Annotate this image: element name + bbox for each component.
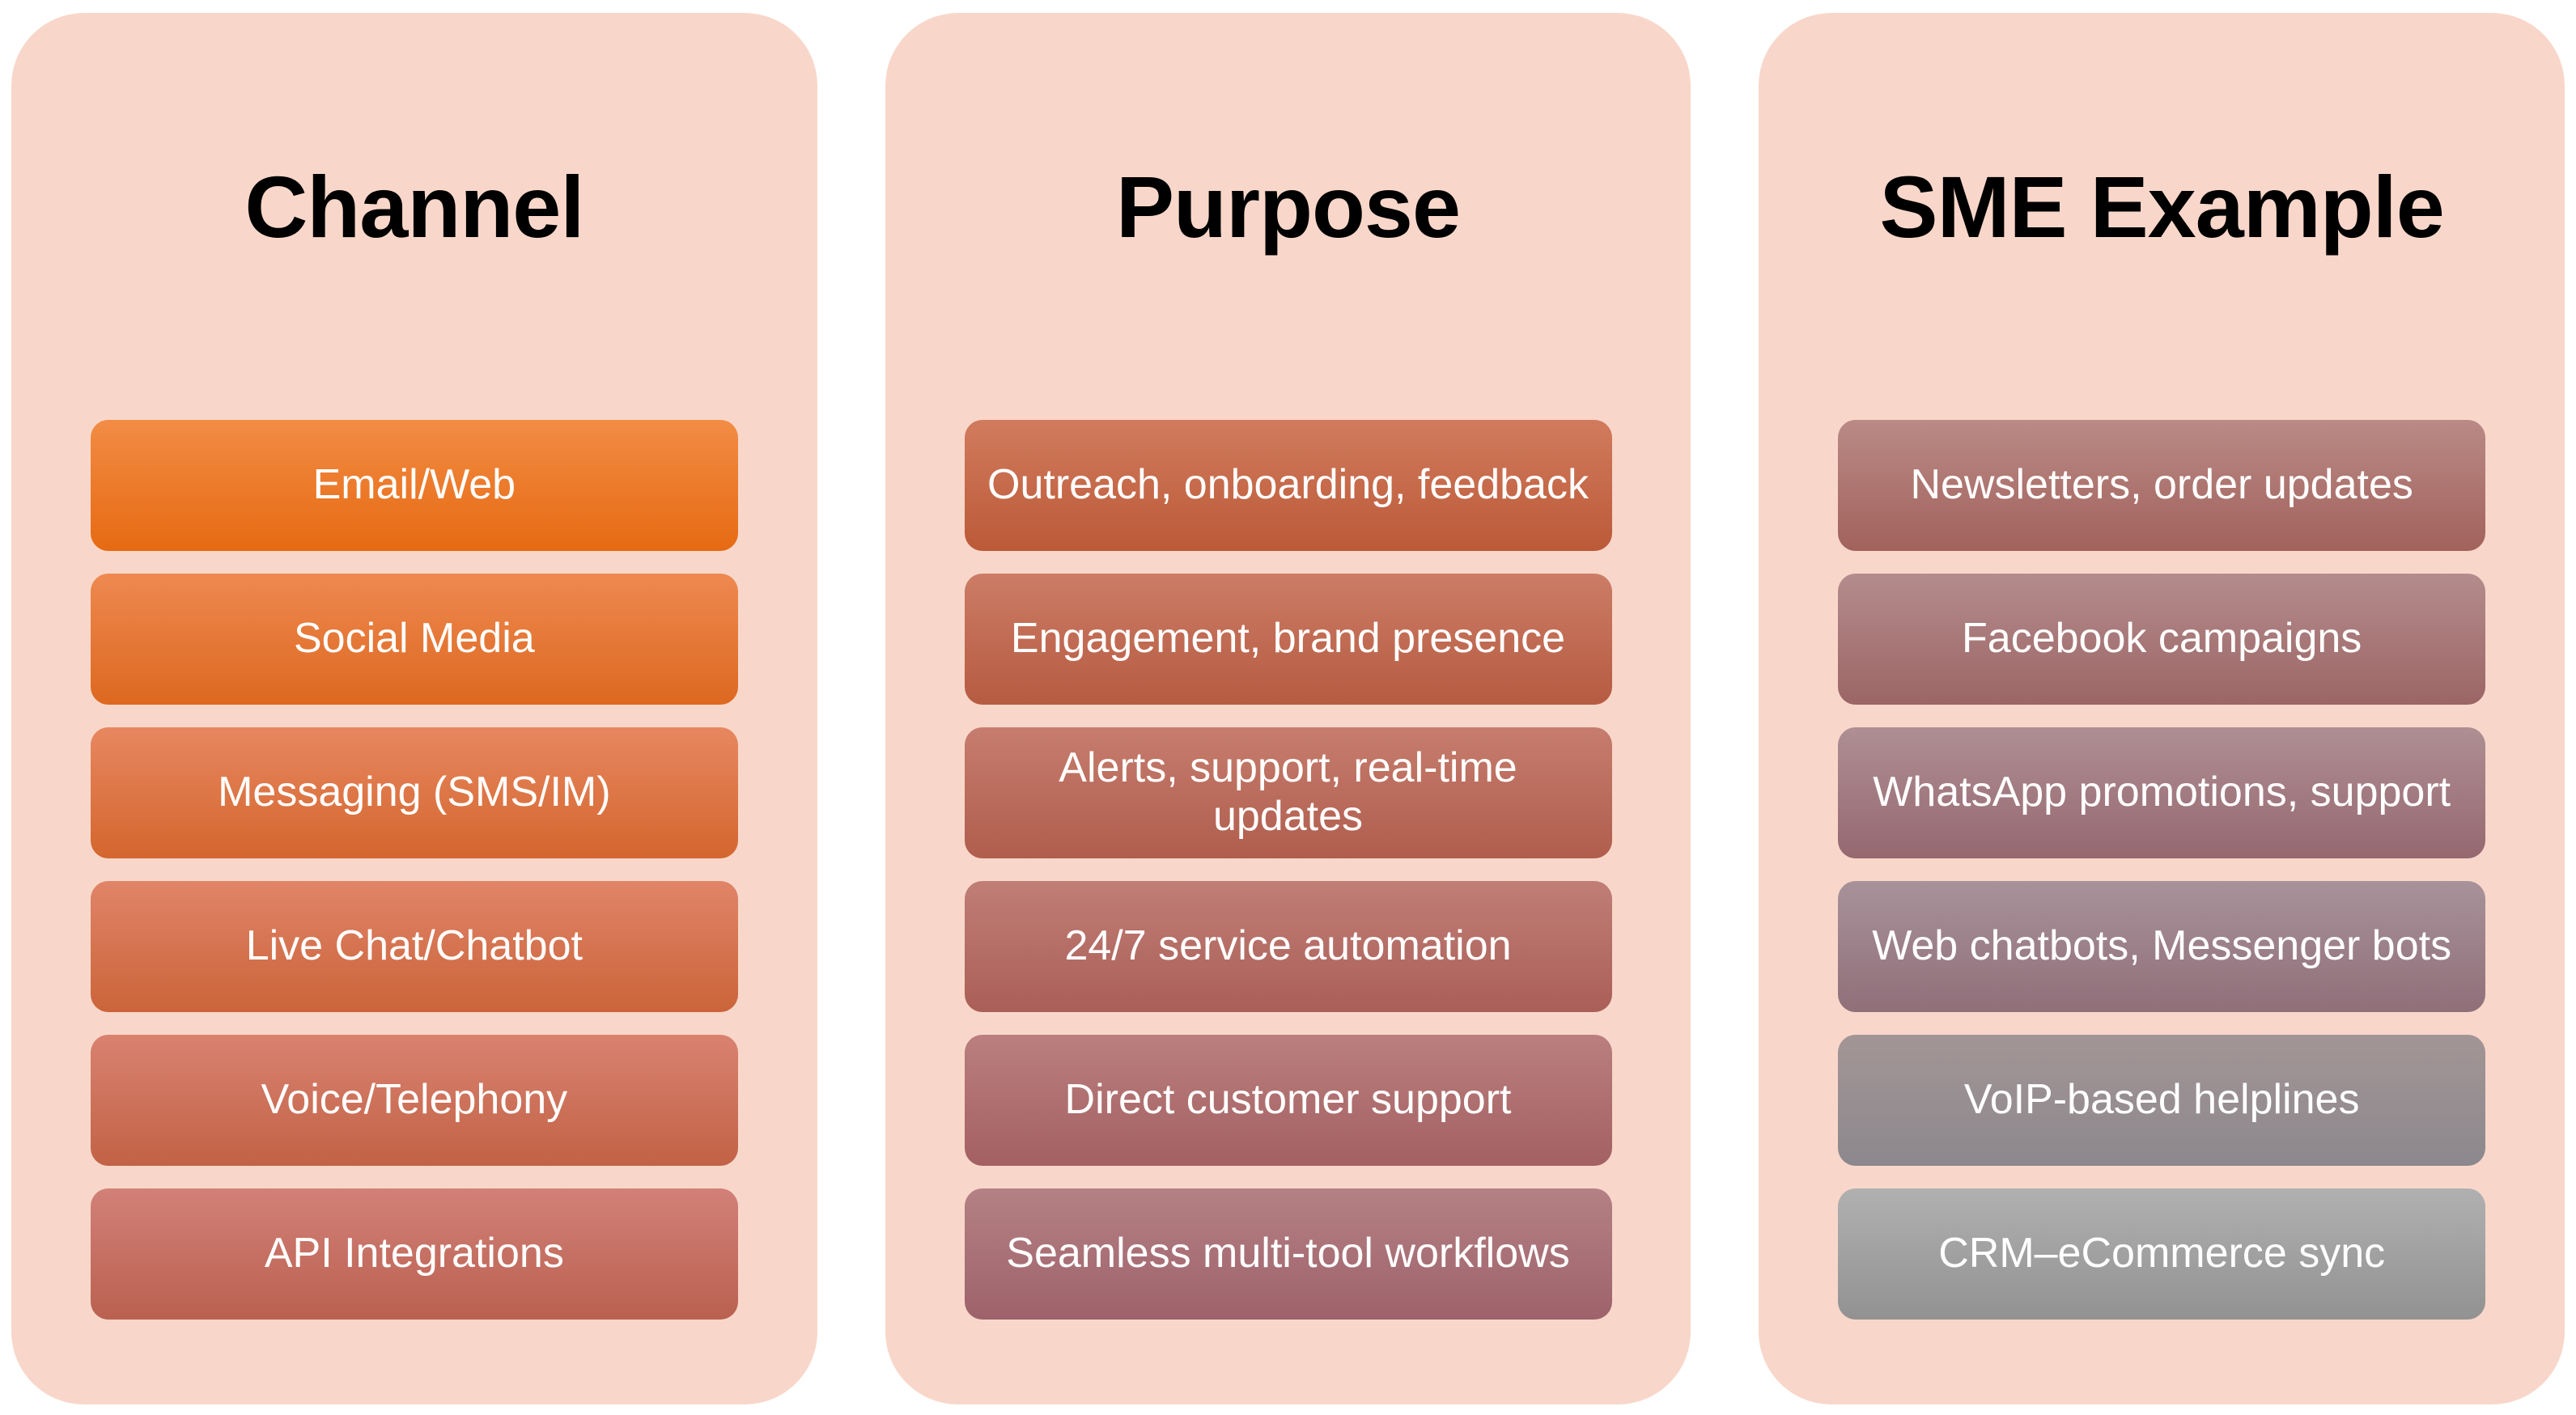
box-sme-whatsapp: WhatsApp promotions, support [1838, 727, 2486, 858]
box-channel-voice-telephony: Voice/Telephony [90, 1034, 738, 1166]
box-sme-voip-helplines: VoIP-based helplines [1838, 1034, 2486, 1166]
box-sme-facebook: Facebook campaigns [1838, 573, 2486, 705]
card-sme-example: SME Example Newsletters, order updates F… [1759, 13, 2565, 1404]
box-sme-newsletters: Newsletters, order updates [1838, 419, 2486, 551]
card-title-purpose: Purpose [1115, 158, 1461, 256]
box-channel-email-web: Email/Web [90, 419, 738, 551]
channel-box-stack: Email/Web Social Media Messaging (SMS/IM… [90, 419, 738, 1320]
card-channel: Channel Email/Web Social Media Messaging… [11, 13, 817, 1404]
card-title-sme-example: SME Example [1879, 158, 2445, 256]
box-channel-social-media: Social Media [90, 573, 738, 705]
box-purpose-engagement: Engagement, brand presence [964, 573, 1612, 705]
card-purpose: Purpose Outreach, onboarding, feedback E… [885, 13, 1691, 1404]
card-title-channel: Channel [244, 158, 584, 256]
box-purpose-workflows: Seamless multi-tool workflows [964, 1188, 1612, 1320]
box-purpose-automation: 24/7 service automation [964, 880, 1612, 1012]
box-purpose-alerts: Alerts, support, real-time updates [964, 727, 1612, 858]
box-sme-web-chatbots: Web chatbots, Messenger bots [1838, 880, 2486, 1012]
purpose-box-stack: Outreach, onboarding, feedback Engagemen… [964, 419, 1612, 1320]
diagram-columns: Channel Email/Web Social Media Messaging… [11, 13, 2565, 1404]
sme-example-box-stack: Newsletters, order updates Facebook camp… [1838, 419, 2486, 1320]
box-channel-api-integrations: API Integrations [90, 1188, 738, 1320]
box-sme-crm-sync: CRM–eCommerce sync [1838, 1188, 2486, 1320]
box-channel-live-chat: Live Chat/Chatbot [90, 880, 738, 1012]
box-purpose-direct-support: Direct customer support [964, 1034, 1612, 1166]
box-purpose-outreach: Outreach, onboarding, feedback [964, 419, 1612, 551]
box-channel-messaging: Messaging (SMS/IM) [90, 727, 738, 858]
